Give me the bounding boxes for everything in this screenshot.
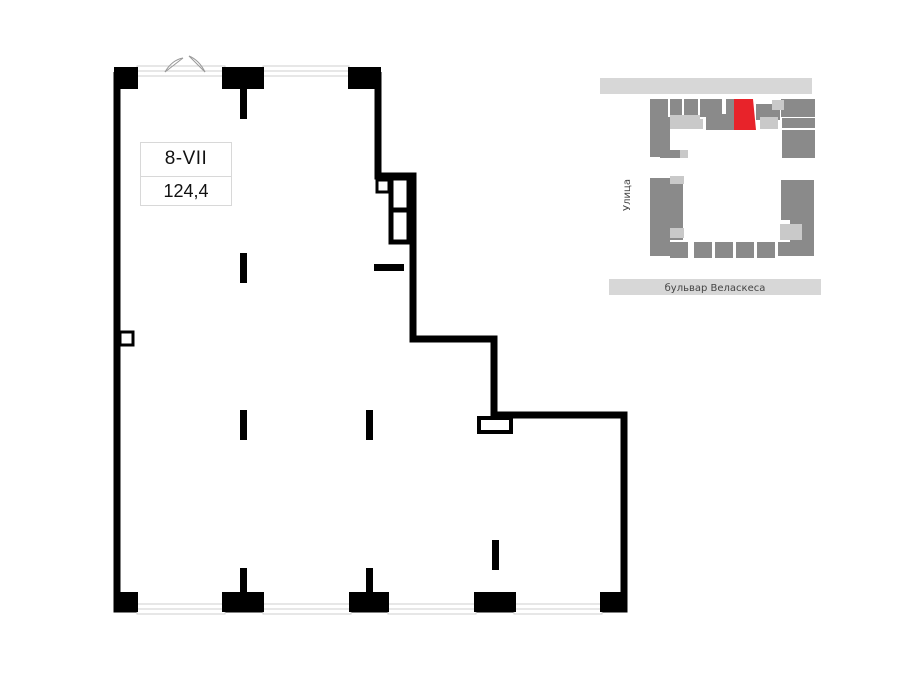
unit-label-divider — [141, 176, 231, 177]
columns — [240, 89, 499, 598]
unit-code: 8-VII — [164, 148, 208, 169]
wall-piers — [114, 67, 627, 612]
unit-label-box: 8-VII 124,4 — [140, 142, 232, 206]
location-map: бульвар Веласкеса Улица — [600, 78, 821, 295]
top-street — [600, 78, 812, 94]
utility-shafts — [118, 175, 513, 434]
unit-area: 124,4 — [163, 181, 209, 201]
entrance-door — [164, 55, 206, 73]
street-left-label: Улица — [622, 179, 633, 211]
street-bottom-label: бульвар Веласкеса — [665, 283, 766, 294]
bottom-street-bar — [609, 279, 821, 295]
unit-highlight — [734, 99, 756, 130]
